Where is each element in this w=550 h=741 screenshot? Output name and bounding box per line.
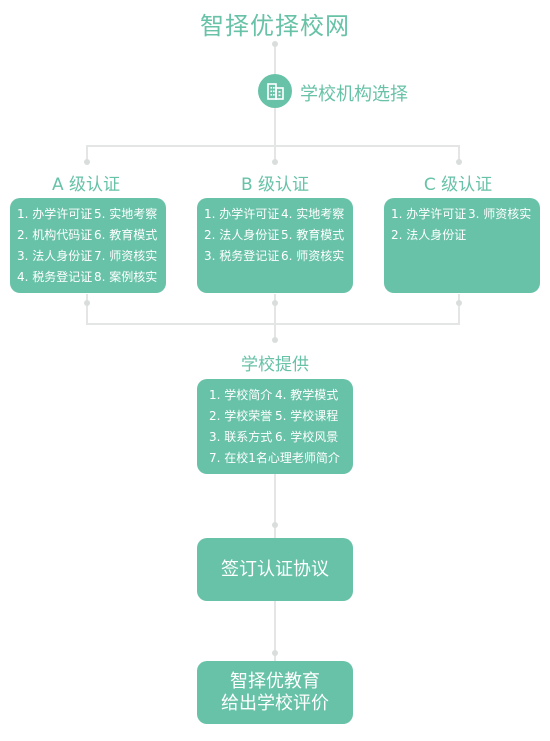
connector-agreement-to-evaluation bbox=[274, 601, 276, 661]
building-icon bbox=[258, 74, 292, 108]
connector-dot bbox=[272, 337, 278, 343]
level-c-box: 1. 办学许可证 2. 法人身份证 3. 师资核实 bbox=[384, 198, 540, 293]
connector-dot bbox=[84, 300, 90, 306]
connector-dot bbox=[456, 300, 462, 306]
level-b-item: 3. 税务登记证 bbox=[204, 249, 280, 263]
level-a-item: 1. 办学许可证 bbox=[17, 207, 93, 221]
evaluation-line-2: 给出学校评价 bbox=[221, 692, 329, 714]
level-b-box: 1. 办学许可证 2. 法人身份证 3. 税务登记证 4. 实地考察 5. 教育… bbox=[197, 198, 353, 293]
school-provides-box: 1. 学校简介 2. 学校荣誉 3. 联系方式 4. 教学模式 5. 学校课程 … bbox=[197, 379, 353, 474]
connector-title-to-step bbox=[274, 42, 276, 74]
agreement-label: 签订认证协议 bbox=[221, 558, 329, 580]
level-a-item: 6. 教育模式 bbox=[94, 228, 158, 242]
level-c-item: 1. 办学许可证 bbox=[391, 207, 467, 221]
branch-mid-bottom bbox=[274, 294, 276, 324]
level-a-item: 5. 实地考察 bbox=[94, 207, 158, 221]
evaluation-box: 智择优教育 给出学校评价 bbox=[197, 661, 353, 724]
branch-horizontal-top bbox=[86, 145, 460, 147]
connector-step-to-branch bbox=[274, 108, 276, 146]
evaluation-line-1: 智择优教育 bbox=[230, 670, 320, 692]
level-b-item: 5. 教育模式 bbox=[281, 228, 345, 242]
level-b-item: 4. 实地考察 bbox=[281, 207, 345, 221]
level-a-item: 2. 机构代码证 bbox=[17, 228, 93, 242]
connector-to-provides bbox=[274, 324, 276, 342]
connector-dot bbox=[272, 159, 278, 165]
branch-left-top bbox=[86, 145, 88, 163]
level-b-item: 6. 师资核实 bbox=[281, 249, 345, 263]
connector-dot bbox=[272, 300, 278, 306]
level-a-box: 1. 办学许可证 2. 机构代码证 3. 法人身份证 4. 税务登记证 5. 实… bbox=[10, 198, 166, 293]
branch-right-top bbox=[458, 145, 460, 163]
level-a-item: 7. 师资核实 bbox=[94, 249, 158, 263]
school-provides-item: 6. 学校风景 bbox=[275, 430, 339, 444]
connector-provides-to-agreement bbox=[274, 474, 276, 538]
branch-mid-top bbox=[274, 145, 276, 163]
school-provides-item: 2. 学校荣誉 bbox=[209, 409, 273, 423]
branch-right-bottom bbox=[458, 294, 460, 324]
connector-dot bbox=[272, 650, 278, 656]
connector-dot bbox=[456, 159, 462, 165]
level-c-title: C 级认证 bbox=[423, 175, 493, 195]
branch-left-bottom bbox=[86, 294, 88, 324]
connector-dot bbox=[272, 41, 278, 47]
connector-dot bbox=[84, 159, 90, 165]
school-provides-item: 4. 教学模式 bbox=[275, 388, 339, 402]
school-provides-item: 1. 学校简介 bbox=[209, 388, 273, 402]
step-school-selection: 学校机构选择 bbox=[300, 84, 408, 105]
level-a-item: 3. 法人身份证 bbox=[17, 249, 93, 263]
school-provides-item: 3. 联系方式 bbox=[209, 430, 273, 444]
diagram-title: 智择优择校网 bbox=[200, 12, 350, 40]
level-b-item: 2. 法人身份证 bbox=[204, 228, 280, 242]
branch-horizontal-bottom bbox=[86, 323, 460, 325]
level-a-item: 8. 案例核实 bbox=[94, 270, 158, 284]
school-provides-item: 5. 学校课程 bbox=[275, 409, 339, 423]
connector-dot bbox=[272, 522, 278, 528]
level-c-item: 2. 法人身份证 bbox=[391, 228, 467, 242]
school-provides-item: 7. 在校1名心理老师简介 bbox=[209, 451, 340, 465]
level-c-item: 3. 师资核实 bbox=[468, 207, 532, 221]
level-a-title: A 级认证 bbox=[51, 175, 121, 195]
agreement-box: 签订认证协议 bbox=[197, 538, 353, 601]
school-provides-label: 学校提供 bbox=[241, 355, 309, 375]
level-b-title: B 级认证 bbox=[240, 175, 310, 195]
level-b-item: 1. 办学许可证 bbox=[204, 207, 280, 221]
level-a-item: 4. 税务登记证 bbox=[17, 270, 93, 284]
